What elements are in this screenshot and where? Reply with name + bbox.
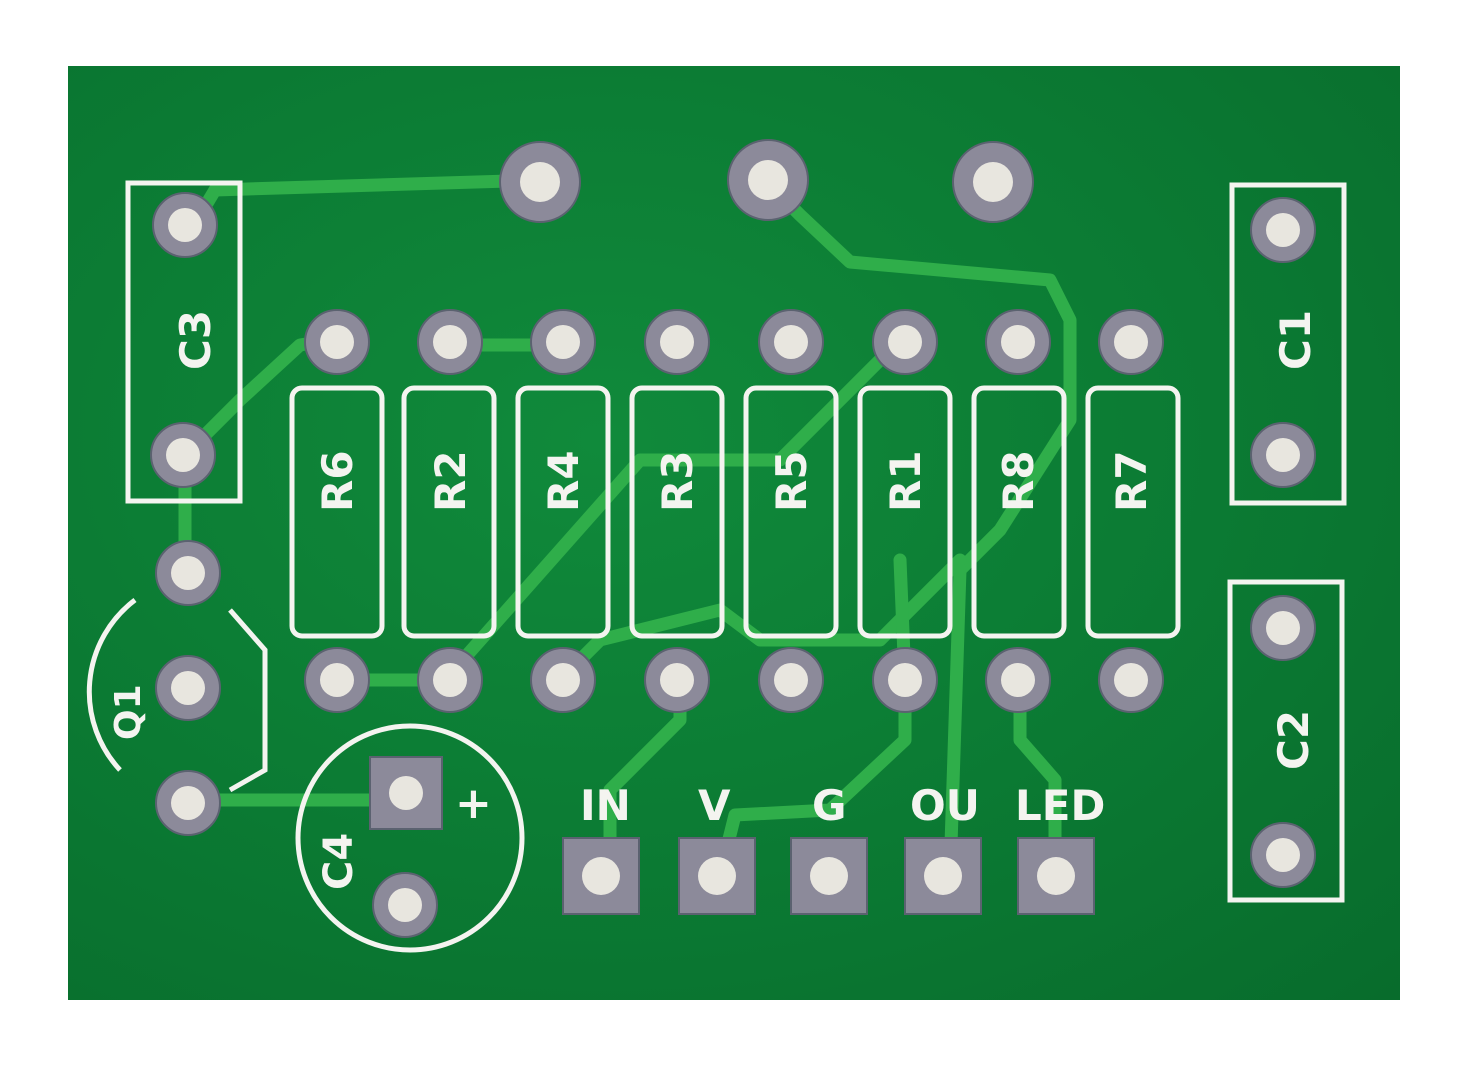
silkscreen <box>86 180 1347 953</box>
silkscreen-labels: R6 R2 R4 R3 R5 R1 R8 R7 C3 C1 C2 C4 Q1 +… <box>108 310 1320 890</box>
label-c4: C4 <box>316 833 362 890</box>
label-c4-plus: + <box>455 778 492 829</box>
through-hole-pads <box>150 139 1316 938</box>
resistor-outlines <box>289 385 1181 639</box>
label-c1: C1 <box>1271 310 1320 370</box>
label-pin-v: V <box>698 781 731 830</box>
label-q1: Q1 <box>108 684 149 740</box>
label-pin-ou: OU <box>910 781 980 830</box>
label-pin-g: G <box>812 781 846 830</box>
label-c2: C2 <box>1269 710 1318 770</box>
label-r8: R8 <box>994 450 1043 512</box>
label-r7: R7 <box>1107 450 1156 512</box>
label-r6: R6 <box>313 450 362 512</box>
label-pin-in: IN <box>580 781 631 830</box>
label-r5: R5 <box>767 450 816 512</box>
label-r1: R1 <box>881 450 930 512</box>
label-c3: C3 <box>171 310 220 370</box>
label-pin-led: LED <box>1015 781 1105 830</box>
label-r4: R4 <box>539 450 588 512</box>
label-r3: R3 <box>653 450 702 512</box>
label-r2: R2 <box>426 450 475 512</box>
